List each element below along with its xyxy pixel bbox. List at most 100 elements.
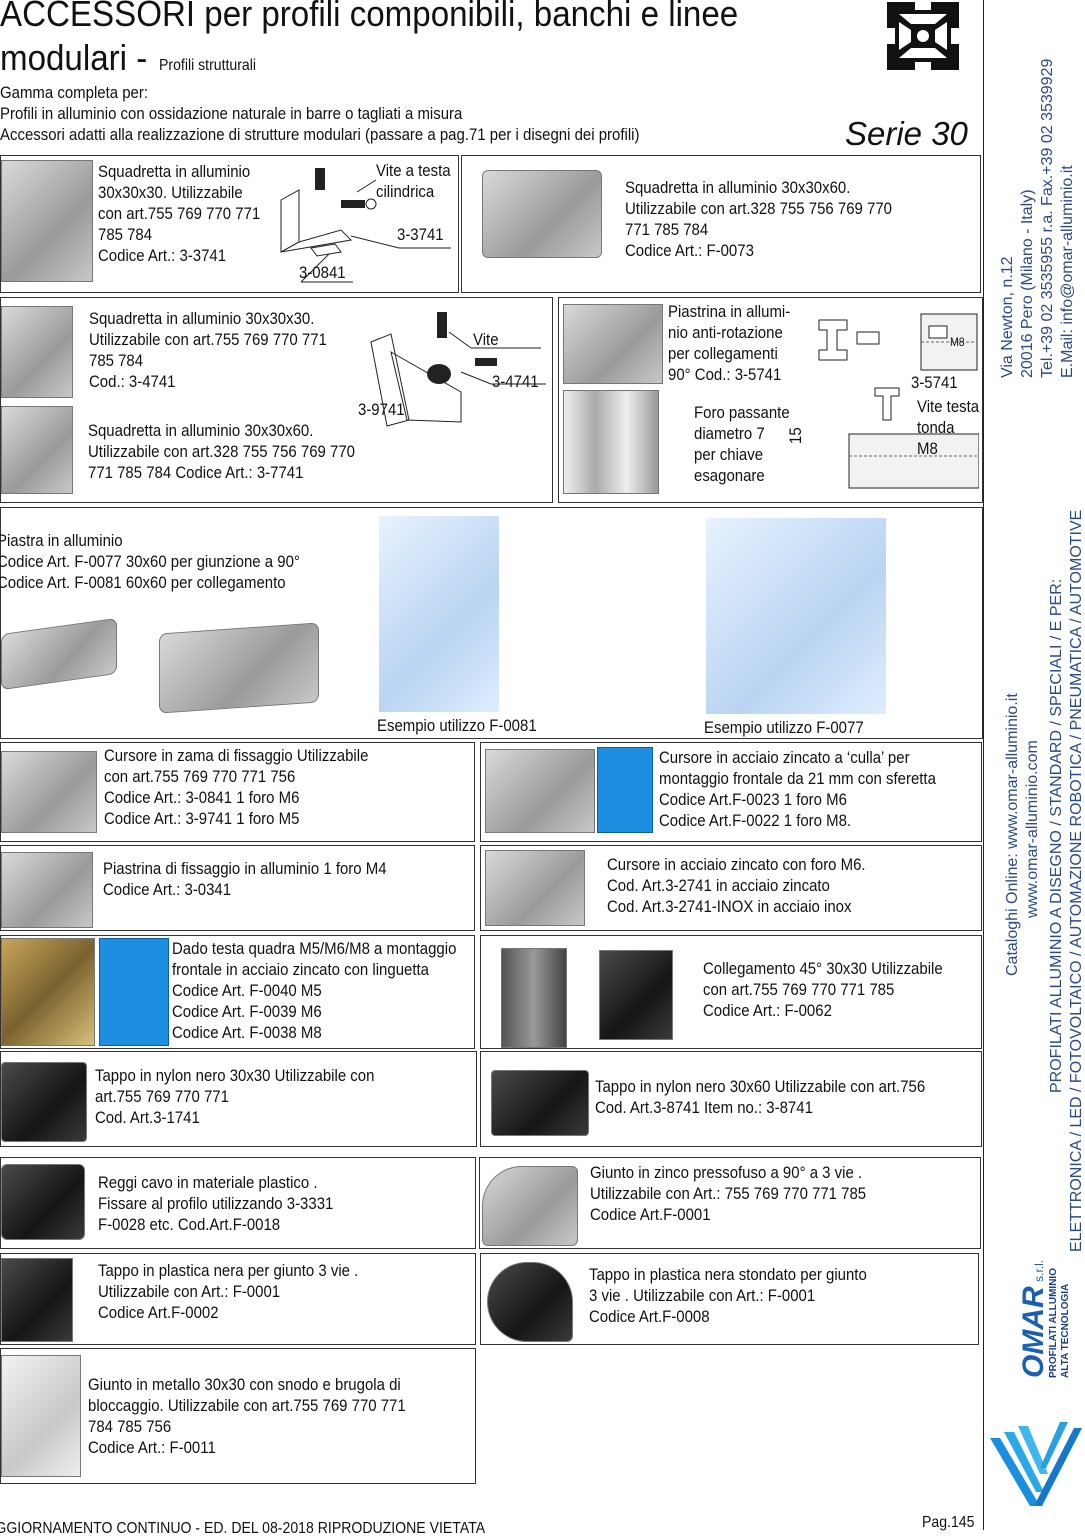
intro-text: Gamma completa per: Profili in alluminio…	[0, 82, 639, 145]
page-title-line2: modulari - Profili strutturali	[0, 36, 269, 80]
product-photo	[1, 1258, 73, 1342]
page-border	[983, 0, 984, 1530]
label-vite-testa: Vite testa tonda M8	[917, 397, 980, 458]
logo-srl: s.r.l.	[1032, 1259, 1046, 1282]
card-squadretta-f0073: Squadretta in alluminio 30x30x60. Utiliz…	[461, 155, 981, 293]
sidebar-sectors: PROFILATI ALLUMINIO A DISEGNO / STANDARD…	[1048, 578, 1065, 1093]
card-piastrina-0341: Piastrina di fissaggio in alluminio 1 fo…	[0, 845, 475, 931]
page-subtitle: Profili strutturali	[158, 57, 256, 74]
product-photo	[1, 406, 73, 494]
product-description: Foro passante diametro 7 per chiave esag…	[694, 403, 790, 485]
product-description: Piastrina in allumi- nio anti-rotazione …	[668, 302, 791, 384]
card-piastrina-5741: Piastrina in allumi- nio anti-rotazione …	[558, 297, 983, 503]
page-number: Pag.145	[922, 1514, 975, 1531]
mounting-icon	[597, 747, 653, 833]
mounting-icon	[99, 938, 169, 1046]
product-description: Cursore in acciaio zincato con foro M6. …	[607, 855, 866, 916]
series-label: Serie 30	[845, 115, 968, 152]
product-photo	[482, 170, 602, 258]
card-reggi: Reggi cavo in materiale plastico . Fissa…	[0, 1157, 476, 1249]
card-tappo-8741: Tappo in nylon nero 30x60 Utilizzabile c…	[480, 1051, 982, 1147]
plate-photo-f0077	[1, 617, 117, 691]
product-description: Collegamento 45° 30x30 Utilizzabile con …	[703, 959, 943, 1020]
product-photo	[485, 749, 595, 833]
sidebar-sectors-2: ELETTRONICA / LED / FOTOVOLTAICO / AUTOM…	[1068, 509, 1085, 1252]
page-title: ACCESSORI per profili componibili, banch…	[0, 0, 840, 34]
label-code-9741: 3-9741	[358, 400, 405, 419]
product-photo	[485, 850, 585, 926]
card-tappo-0008: Tappo in plastica nera stondato per giun…	[480, 1253, 979, 1345]
label-code-3741: 3-3741	[397, 225, 444, 244]
product-description: Squadretta in alluminio 30x30x30. Utiliz…	[89, 309, 327, 391]
card-tappo-0002: Tappo in plastica nera per giunto 3 vie …	[0, 1253, 476, 1345]
bracket-drawing	[370, 312, 546, 427]
label-code-5741: 3-5741	[911, 373, 958, 392]
product-photo	[1, 938, 95, 1046]
product-photo	[1, 306, 73, 398]
label-m8: M8	[950, 335, 965, 349]
profile-section-icon	[885, 0, 961, 72]
logo-tagline: PROFILATI ALLUMINIO ALTA TECNOLOGIA	[1048, 1268, 1071, 1378]
card-tappo-1741: Tappo in nylon nero 30x30 Utilizzabile c…	[0, 1051, 477, 1147]
product-description: Tappo in nylon nero 30x30 Utilizzabile c…	[95, 1066, 375, 1127]
example-photo-f0081	[379, 516, 499, 712]
product-description: Tappo in plastica nera stondato per giun…	[589, 1265, 867, 1326]
product-description: Tappo in nylon nero 30x60 Utilizzabile c…	[595, 1077, 926, 1117]
intro-line: Accessori adatti alla realizzazione di s…	[0, 125, 640, 144]
product-description: Cursore in acciaio zincato a ‘culla’ per…	[659, 748, 936, 830]
product-photo	[491, 1070, 589, 1136]
example-caption: Esempio utilizzo F-0081	[377, 716, 537, 735]
product-description: Tappo in plastica nera per giunto 3 vie …	[98, 1261, 359, 1322]
product-photo	[1, 160, 93, 282]
product-description: Reggi cavo in materiale plastico . Fissa…	[98, 1173, 334, 1234]
product-photo	[501, 948, 567, 1048]
card-squadretta-4741: Squadretta in alluminio 30x30x30. Utiliz…	[0, 297, 553, 503]
product-photo	[1, 1355, 81, 1477]
card-piastra: Piastra in alluminio Codice Art. F-0077 …	[0, 507, 983, 739]
page-title-line1: ACCESSORI per profili componibili, banch…	[0, 0, 739, 34]
intro-line: Gamma completa per:	[0, 83, 149, 102]
footer-note: AGGIORNAMENTO CONTINUO - ED. DEL 08-2018…	[0, 1520, 486, 1537]
product-description: Squadretta in alluminio 30x30x60. Utiliz…	[625, 178, 892, 260]
product-description: Giunto in metallo 30x30 con snodo e brug…	[88, 1375, 406, 1457]
product-description: Piastra in alluminio Codice Art. F-0077 …	[0, 531, 300, 592]
example-photo-f0077	[706, 518, 886, 714]
omar-logo-icon	[990, 1422, 1082, 1506]
product-photo	[1, 1062, 87, 1142]
profile-photo	[563, 390, 659, 494]
plate-drawing	[818, 313, 979, 489]
card-cursore-zama: Cursore in zama di fissaggio Utilizzabil…	[0, 742, 475, 842]
intro-line: Profili in alluminio con ossidazione nat…	[0, 104, 463, 123]
card-cursore-culla: Cursore in acciaio zincato a ‘culla’ per…	[480, 742, 982, 842]
product-photo	[1, 1164, 85, 1240]
label-vite: Vite a testa cilindrica	[376, 161, 451, 201]
product-description: Squadretta in alluminio 30x30x60. Utiliz…	[88, 421, 355, 482]
product-photo	[563, 304, 663, 384]
product-description: Dado testa quadra M5/M6/M8 a montaggio f…	[172, 939, 457, 1042]
logo-name: OMAR	[1017, 1286, 1050, 1378]
bracket-drawing	[280, 168, 451, 283]
card-cursore-2741: Cursore in acciaio zincato con foro M6. …	[480, 845, 982, 931]
product-photo	[599, 950, 673, 1040]
product-description: Piastrina di fissaggio in alluminio 1 fo…	[103, 859, 387, 899]
card-dado: Dado testa quadra M5/M6/M8 a montaggio f…	[0, 935, 475, 1049]
card-squadretta-3741: Squadretta in alluminio 30x30x30. Utiliz…	[0, 155, 459, 293]
card-giunto-zinco: Giunto in zinco pressofuso a 90° a 3 vie…	[479, 1157, 981, 1249]
product-description: Giunto in zinco pressofuso a 90° a 3 vie…	[590, 1163, 867, 1224]
example-caption: Esempio utilizzo F-0077	[704, 718, 864, 737]
product-photo	[1, 852, 93, 928]
label-vite: Vite	[473, 330, 499, 349]
card-collegamento: Collegamento 45° 30x30 Utilizzabile con …	[480, 935, 982, 1049]
product-photo	[482, 1166, 578, 1246]
label-code-0841: 3-0841	[299, 263, 346, 282]
product-description: Cursore in zama di fissaggio Utilizzabil…	[104, 746, 369, 828]
product-description: Squadretta in alluminio 30x30x30. Utiliz…	[98, 162, 261, 265]
sidebar-address: Via Newton, n.12 20016 Pero (Milano - It…	[999, 58, 1076, 378]
plate-photo-f0081	[159, 622, 319, 714]
sidebar-catalog: Cataloghi Online: www.omar-alluminio.it …	[1004, 693, 1041, 976]
logo-text: OMAR s.r.l.	[1017, 1259, 1050, 1378]
product-photo	[487, 1262, 573, 1342]
label-code-4741: 3-4741	[492, 372, 539, 391]
page-title-modulari: modulari -	[0, 37, 148, 78]
card-giunto-metallo: Giunto in metallo 30x30 con snodo e brug…	[0, 1348, 476, 1484]
